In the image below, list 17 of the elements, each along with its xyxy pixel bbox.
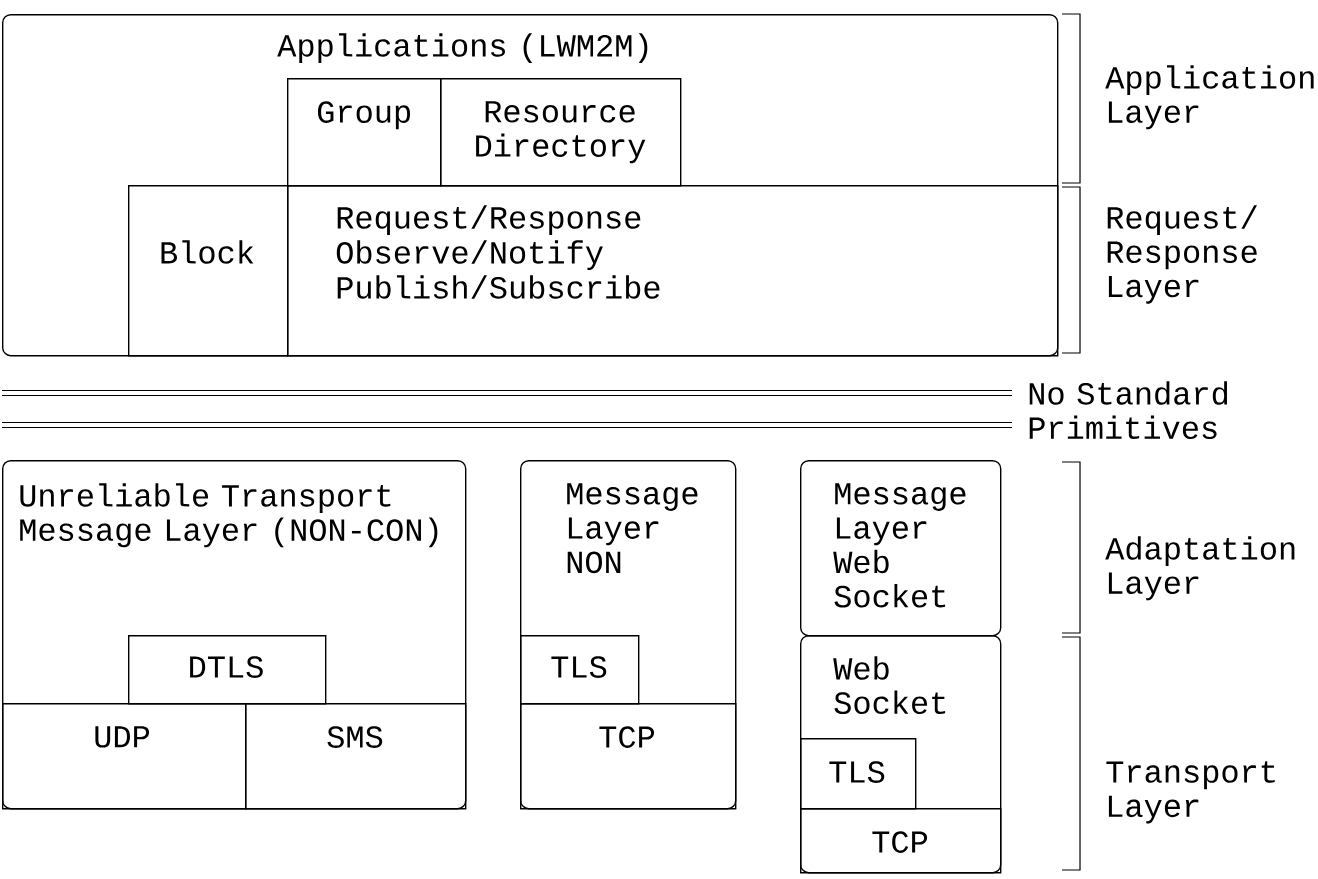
layer-label: Adaptation Layer [1105, 536, 1295, 601]
layer-label: Transport Layer [1106, 761, 1275, 824]
protocol-box: TCP [520, 703, 737, 810]
layer-label: Request/ Response Layer [1107, 205, 1257, 304]
protocol-box: TLS [800, 738, 917, 810]
layer-label: Application Layer [1105, 65, 1314, 130]
layer-label: No Standard Primitives [1029, 381, 1228, 439]
protocol-box: TLS [520, 635, 640, 705]
protocol-box: Request/Response Observe/Notify Publish/Subscribe [287, 185, 1059, 357]
protocol-box: Resource Directory [440, 78, 682, 187]
protocol-box: UDP [2, 703, 247, 810]
protocol-box: TCP [800, 808, 1002, 874]
protocol-box: DTLS [128, 635, 327, 705]
protocol-box: SMS [245, 703, 467, 810]
layer-box: Message Layer Web Socket [800, 460, 1002, 637]
protocol-box: Block [128, 185, 289, 357]
protocol-box: Group [287, 78, 442, 187]
